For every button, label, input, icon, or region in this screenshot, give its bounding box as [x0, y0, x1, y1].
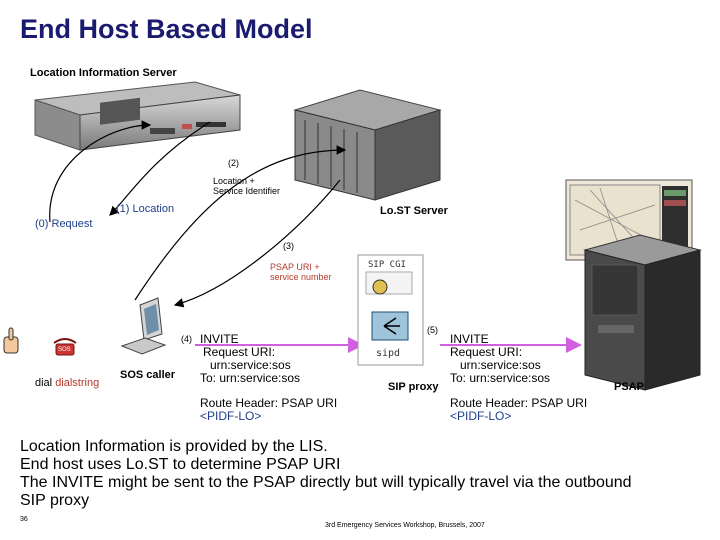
step-4-label: (4): [181, 334, 192, 344]
psap-label: PSAP: [614, 381, 644, 393]
step-3-label: (3): [283, 241, 294, 251]
bullet-1: Location Information is provided by the …: [20, 438, 328, 455]
step-2-label: (2): [228, 158, 239, 168]
sipd-label: sipd: [376, 348, 401, 359]
bullet-2: End host uses Lo.ST to determine PSAP UR…: [20, 456, 341, 473]
psap-map-screen-icon: [565, 179, 693, 261]
route-header-left: Route Header: PSAP URI <PIDF-LO>: [200, 396, 338, 423]
route-header-right: Route Header: PSAP URI <PIDF-LO>: [450, 396, 588, 423]
footer-event: 3rd Emergency Services Workshop, Brussel…: [325, 522, 485, 529]
arrow-3-psap-uri: [173, 179, 341, 308]
arrow-2-location-service: [134, 145, 347, 301]
lis-server-icon: [34, 81, 241, 151]
step-5-label: (5): [427, 325, 438, 335]
phone-icon: [53, 338, 77, 356]
arrow-0-request: [49, 120, 152, 223]
bullet-4: SIP proxy: [20, 492, 90, 509]
sip-proxy-icon: [357, 254, 424, 366]
invite-message-right: INVITE Request URI: urn:service:sos To: …: [450, 332, 551, 385]
hand-pointer-icon: [3, 327, 19, 354]
bullet-3: The INVITE might be sent to the PSAP dir…: [20, 474, 632, 491]
psap-uri-label: PSAP URI + service number: [270, 262, 332, 282]
sos-caller-label: SOS caller: [120, 369, 176, 381]
lost-server-icon: [293, 89, 442, 201]
page-number: 36: [20, 516, 28, 523]
location-service-label: Location + Service Identifier: [213, 176, 281, 196]
sip-proxy-label: SIP proxy: [388, 381, 439, 393]
sip-cgi-label: SIP CGI: [368, 260, 406, 270]
step-1-label: (1) Location: [116, 203, 175, 215]
page-title: End Host Based Model: [20, 14, 313, 44]
psap-server-icon: [583, 234, 702, 391]
phone-badge: SOS: [58, 347, 71, 353]
lost-server-label: Lo.ST Server: [380, 205, 448, 217]
invite-message-left: INVITE Request URI: urn:service:sos To: …: [200, 332, 301, 385]
dial-label: dial dialstring: [35, 377, 100, 389]
arrow-1-location: [109, 121, 211, 216]
step-0-label: (0) Request: [35, 218, 93, 230]
lis-label: Location Information Server: [30, 67, 177, 79]
computer-icon: [120, 297, 167, 355]
